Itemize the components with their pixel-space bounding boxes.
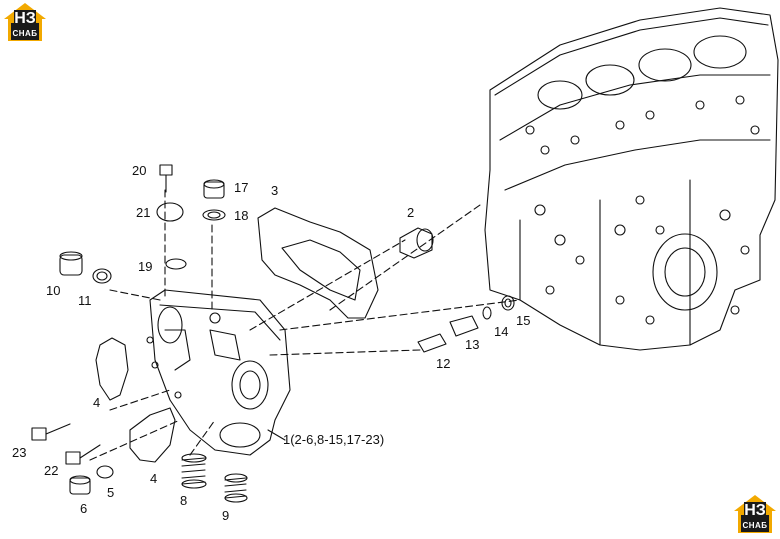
callout-20: 20	[132, 163, 147, 178]
logo-subtext: CHAБ	[12, 29, 38, 38]
callout-23: 23	[12, 445, 27, 460]
callout-19: 19	[138, 259, 153, 274]
thermostat-housing	[146, 289, 291, 456]
callout-11: 11	[78, 293, 92, 308]
gasket-4-lower	[129, 407, 176, 463]
logo-text: НЗ	[14, 10, 36, 27]
callout-8: 8	[180, 493, 188, 508]
brand-logo-top: НЗ CHAБ	[2, 2, 48, 42]
gasket-4-upper	[95, 337, 129, 401]
plug-10-ring-11	[59, 251, 112, 284]
callout-4-lower: 4	[150, 471, 158, 486]
callout-14: 14	[494, 324, 509, 339]
callout-9: 9	[222, 508, 230, 523]
callout-17: 17	[234, 180, 249, 195]
sensor-12	[417, 295, 515, 353]
bolt-23	[31, 423, 71, 441]
callout-2: 2	[407, 205, 415, 220]
callout-6: 6	[80, 501, 88, 516]
fitting-2	[399, 227, 434, 259]
callout-5: 5	[107, 485, 115, 500]
plug-6	[69, 475, 91, 495]
callout-15: 15	[516, 313, 531, 328]
spring-8	[181, 453, 207, 489]
engine-block	[484, 7, 779, 351]
bolt-22	[65, 444, 101, 465]
ring-5	[96, 465, 114, 479]
callout-1: 1(2-6,8-15,17-23)	[283, 432, 385, 447]
callout-4-upper: 4	[93, 395, 101, 410]
logo-subtext: CHAБ	[742, 521, 768, 530]
logo-text: НЗ	[744, 502, 766, 519]
callout-10: 10	[46, 283, 61, 298]
callout-12: 12	[436, 356, 451, 371]
callout-3: 3	[271, 183, 279, 198]
bolt-20-cap-21-ring-19	[156, 164, 187, 270]
plug-17-ring-18	[202, 179, 226, 221]
spring-9	[224, 473, 248, 503]
callout-13: 13	[465, 337, 480, 352]
leader-1	[267, 429, 286, 441]
callout-21: 21	[136, 205, 151, 220]
brand-logo-bottom: НЗ CHAБ	[732, 494, 778, 534]
gasket-3	[257, 207, 379, 319]
alignment-lines	[89, 189, 521, 461]
callout-22: 22	[44, 463, 59, 478]
callout-18: 18	[234, 208, 249, 223]
